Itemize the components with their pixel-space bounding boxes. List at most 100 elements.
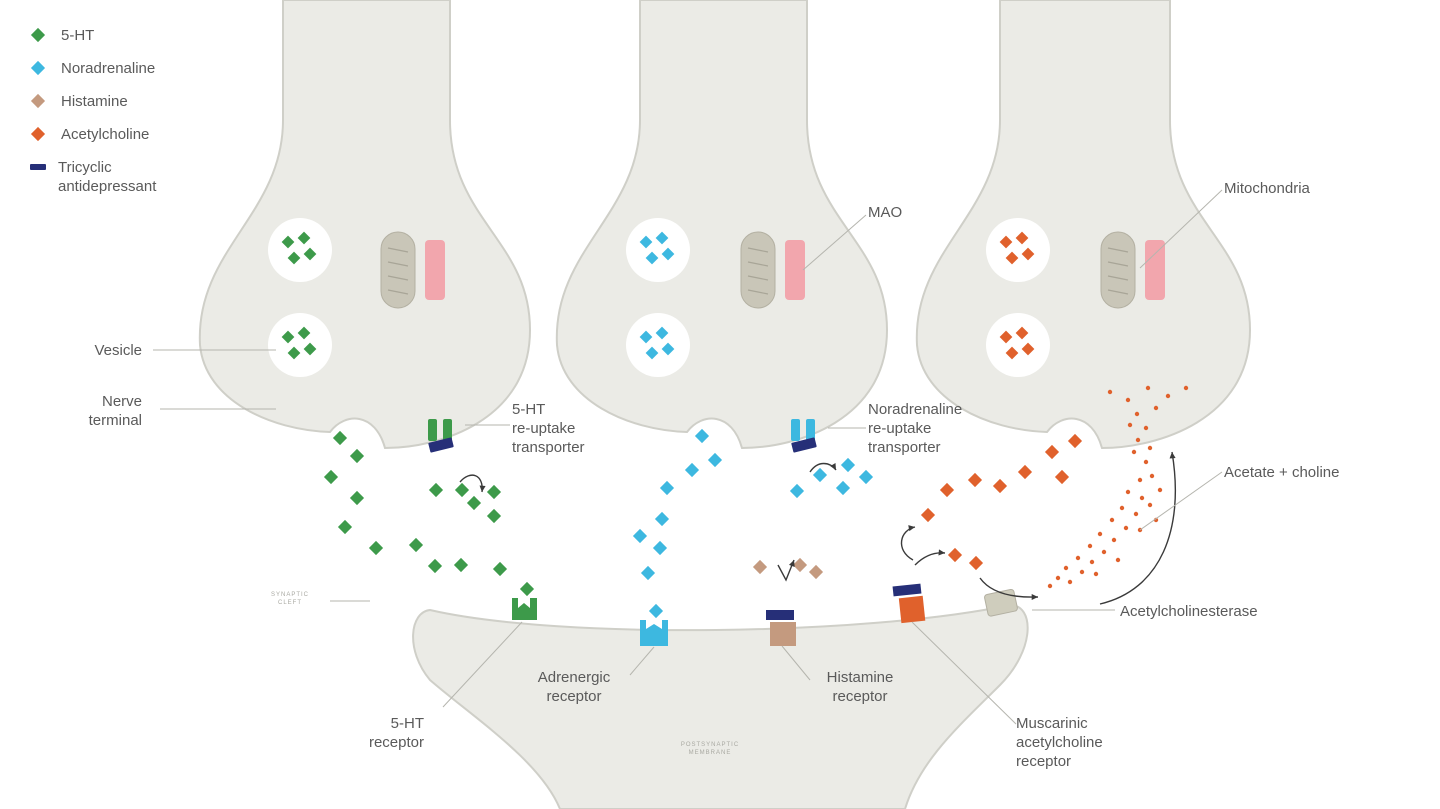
- acetate-choline-dot: [1145, 385, 1151, 391]
- legend-label: Histamine: [61, 93, 128, 110]
- na-transporter-label: Noradrenaline re-uptake transporter: [868, 401, 963, 456]
- diamond-icon: [30, 60, 46, 76]
- ht5-molecule: [408, 537, 424, 553]
- transporter-subunit: [428, 419, 437, 441]
- ht5-molecule: [486, 508, 502, 524]
- acetate-choline-dot: [1153, 405, 1159, 411]
- acetate-choline-dot: [1093, 571, 1099, 577]
- noradrenaline-molecule: [640, 565, 656, 581]
- acetylcholine-molecule: [1054, 469, 1070, 485]
- leader-line: [629, 646, 655, 676]
- noradrenaline-molecule: [694, 428, 710, 444]
- ht5-molecule: [428, 482, 444, 498]
- acetylcholine-molecule: [1067, 433, 1083, 449]
- ht5-molecule: [337, 519, 353, 535]
- acetate-choline-dot: [1101, 549, 1107, 555]
- transporter-subunit: [791, 419, 800, 441]
- arrowhead-icon: [938, 549, 945, 556]
- acetylcholine-molecule: [967, 472, 983, 488]
- ht5-molecule: [332, 430, 348, 446]
- tricyclic-blocker: [892, 583, 922, 597]
- acetate-choline-dot: [1139, 495, 1145, 501]
- legend-label: Acetylcholine: [61, 126, 150, 143]
- nerve-terminal-right: [915, 0, 1252, 450]
- transporter-subunit: [806, 419, 815, 441]
- vesicle: [626, 313, 690, 377]
- mao-label: MAO: [868, 204, 903, 221]
- acetate-choline-dot: [1119, 505, 1125, 511]
- acetate-choline-dot: [1127, 422, 1133, 428]
- acetylcholine-molecule: [1017, 464, 1033, 480]
- ht5-molecule: [427, 558, 443, 574]
- bar-icon: [30, 164, 46, 170]
- acetate-choline-dot: [1137, 477, 1143, 483]
- ht5-molecule: [323, 469, 339, 485]
- noradrenaline-molecule: [789, 483, 805, 499]
- vesicle: [986, 218, 1050, 282]
- vesicle-molecule: [281, 330, 295, 344]
- leader-line: [911, 621, 1017, 725]
- mitochondrion-cristae: [1107, 247, 1129, 295]
- vesicle-molecule: [303, 342, 317, 356]
- acetylcholine-molecule: [939, 482, 955, 498]
- tricyclic-blocker: [428, 437, 454, 453]
- vesicle: [626, 218, 690, 282]
- acetate-choline-dot: [1125, 489, 1131, 495]
- noradrenaline-molecule: [659, 480, 675, 496]
- acetate-choline-dot: [1097, 531, 1103, 537]
- acetate-choline-dot: [1087, 543, 1093, 549]
- arrowhead-icon: [788, 560, 795, 567]
- acetate-choline-dot: [1135, 437, 1141, 443]
- noradrenaline-molecule: [858, 469, 874, 485]
- arrowhead-icon: [1031, 593, 1038, 601]
- acetylcholine-molecule: [992, 478, 1008, 494]
- acetate-choline-dot: [1107, 389, 1113, 395]
- mao-enzyme: [425, 240, 445, 300]
- ht5-molecule: [486, 484, 502, 500]
- arrowhead-icon: [908, 525, 915, 532]
- vesicle-molecule: [303, 247, 317, 261]
- nerve-terminal-label: Nerve terminal: [88, 393, 142, 429]
- acetate-choline-dot: [1089, 559, 1095, 565]
- noradrenaline-molecule: [707, 452, 723, 468]
- adrenergic-receptor-label: Adrenergic receptor: [537, 669, 611, 705]
- legend-item-tricyclic: Tricyclic antidepressant: [30, 158, 156, 195]
- leader-line: [781, 645, 811, 681]
- histamine-receptor-icon: [770, 622, 796, 646]
- leader-line: [802, 214, 867, 271]
- tricyclic-blocker: [791, 437, 817, 453]
- ht5-receptor-label: 5-HT receptor: [368, 715, 424, 751]
- legend-label: 5-HT: [61, 27, 95, 44]
- acetylcholine-molecule: [947, 547, 963, 563]
- acetate-choline-dot: [1157, 487, 1163, 493]
- noradrenaline-molecule: [652, 540, 668, 556]
- acetate-choline-label: Acetate + choline: [1224, 464, 1340, 481]
- vesicle: [268, 218, 332, 282]
- ht5-molecule: [492, 561, 508, 577]
- vesicle-molecule: [287, 251, 301, 265]
- histamine-receptor-label: Histamine receptor: [826, 669, 894, 705]
- noradrenaline-molecule: [835, 480, 851, 496]
- postsynaptic-neuron: [412, 603, 1029, 809]
- histamine-molecule: [808, 564, 824, 580]
- acetate-choline-dot: [1131, 449, 1137, 455]
- mitochondrion: [380, 231, 416, 309]
- acetate-choline-dot: [1183, 385, 1189, 391]
- acetate-choline-dot: [1079, 569, 1085, 575]
- diamond-icon: [30, 93, 46, 109]
- ht5-molecule: [453, 557, 469, 573]
- noradrenaline-molecule: [654, 511, 670, 527]
- acetate-choline-dot: [1149, 473, 1155, 479]
- legend: 5-HT Noradrenaline Histamine Acetylcholi…: [30, 26, 156, 195]
- ht5-molecule: [519, 581, 535, 597]
- noradrenaline-molecule: [648, 603, 664, 619]
- noradrenaline-molecule: [812, 467, 828, 483]
- acetate-choline-dot: [1134, 411, 1140, 417]
- acetylcholine-molecule: [920, 507, 936, 523]
- acetate-choline-dot: [1063, 565, 1069, 571]
- noradrenaline-molecule: [632, 528, 648, 544]
- acetate-choline-dot: [1115, 557, 1121, 563]
- legend-label: Tricyclic antidepressant: [58, 159, 157, 195]
- mao-enzyme: [1145, 240, 1165, 300]
